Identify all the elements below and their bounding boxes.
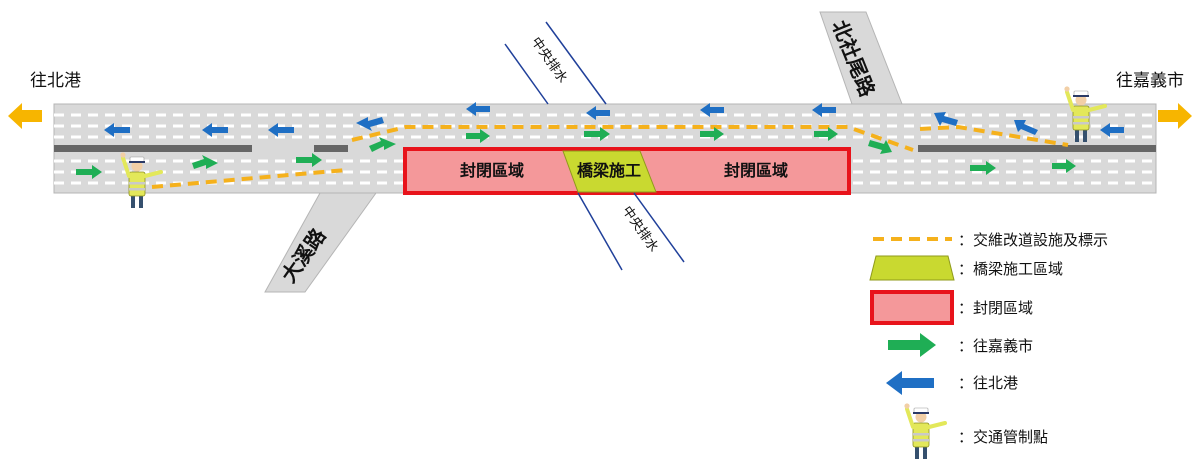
legend-east-label: ：往嘉義市	[958, 337, 1033, 355]
canal-label-lower: 中央排水	[619, 204, 661, 255]
legend-east-arrow-icon	[888, 333, 936, 357]
bridge-construction-box	[562, 150, 657, 193]
closed-area-label-left: 封閉區域	[460, 161, 524, 180]
legend-police-icon	[902, 401, 947, 461]
eastbound-arrows	[76, 127, 1076, 179]
detour-route	[151, 125, 1069, 189]
destination-arrow-east	[1158, 103, 1192, 129]
legend-police-label: ：交通管制點	[958, 428, 1048, 446]
median-right	[918, 145, 1156, 152]
closed-area-label-right: 封閉區域	[724, 161, 788, 180]
legend-detour-label: ：交維改道設施及標示	[958, 231, 1108, 249]
legend-bridge-swatch	[869, 255, 955, 281]
median-left	[54, 145, 252, 152]
canal-label-upper: 中央排水	[528, 35, 570, 86]
destination-label-west: 往北港	[30, 71, 81, 91]
median-mid	[314, 145, 348, 152]
canal-lines	[504, 21, 685, 271]
legend-closed-label: ：封閉區域	[958, 299, 1033, 317]
westbound-arrows	[104, 102, 1124, 137]
destination-label-east: 往嘉義市	[1116, 71, 1184, 91]
bridge-construction-label: 橋梁施工	[577, 161, 641, 180]
legend: ：交維改道設施及標示 ：橋梁施工區域 ：封閉區域 ：往嘉義市 ：往北港 ：交通管…	[869, 231, 1108, 461]
legend-closed-swatch	[870, 290, 954, 325]
destination-arrow-west	[8, 103, 42, 129]
legend-bridge-label: ：橋梁施工區域	[958, 260, 1063, 278]
legend-west-label: ：往北港	[958, 374, 1018, 392]
legend-west-arrow-icon	[886, 371, 934, 395]
